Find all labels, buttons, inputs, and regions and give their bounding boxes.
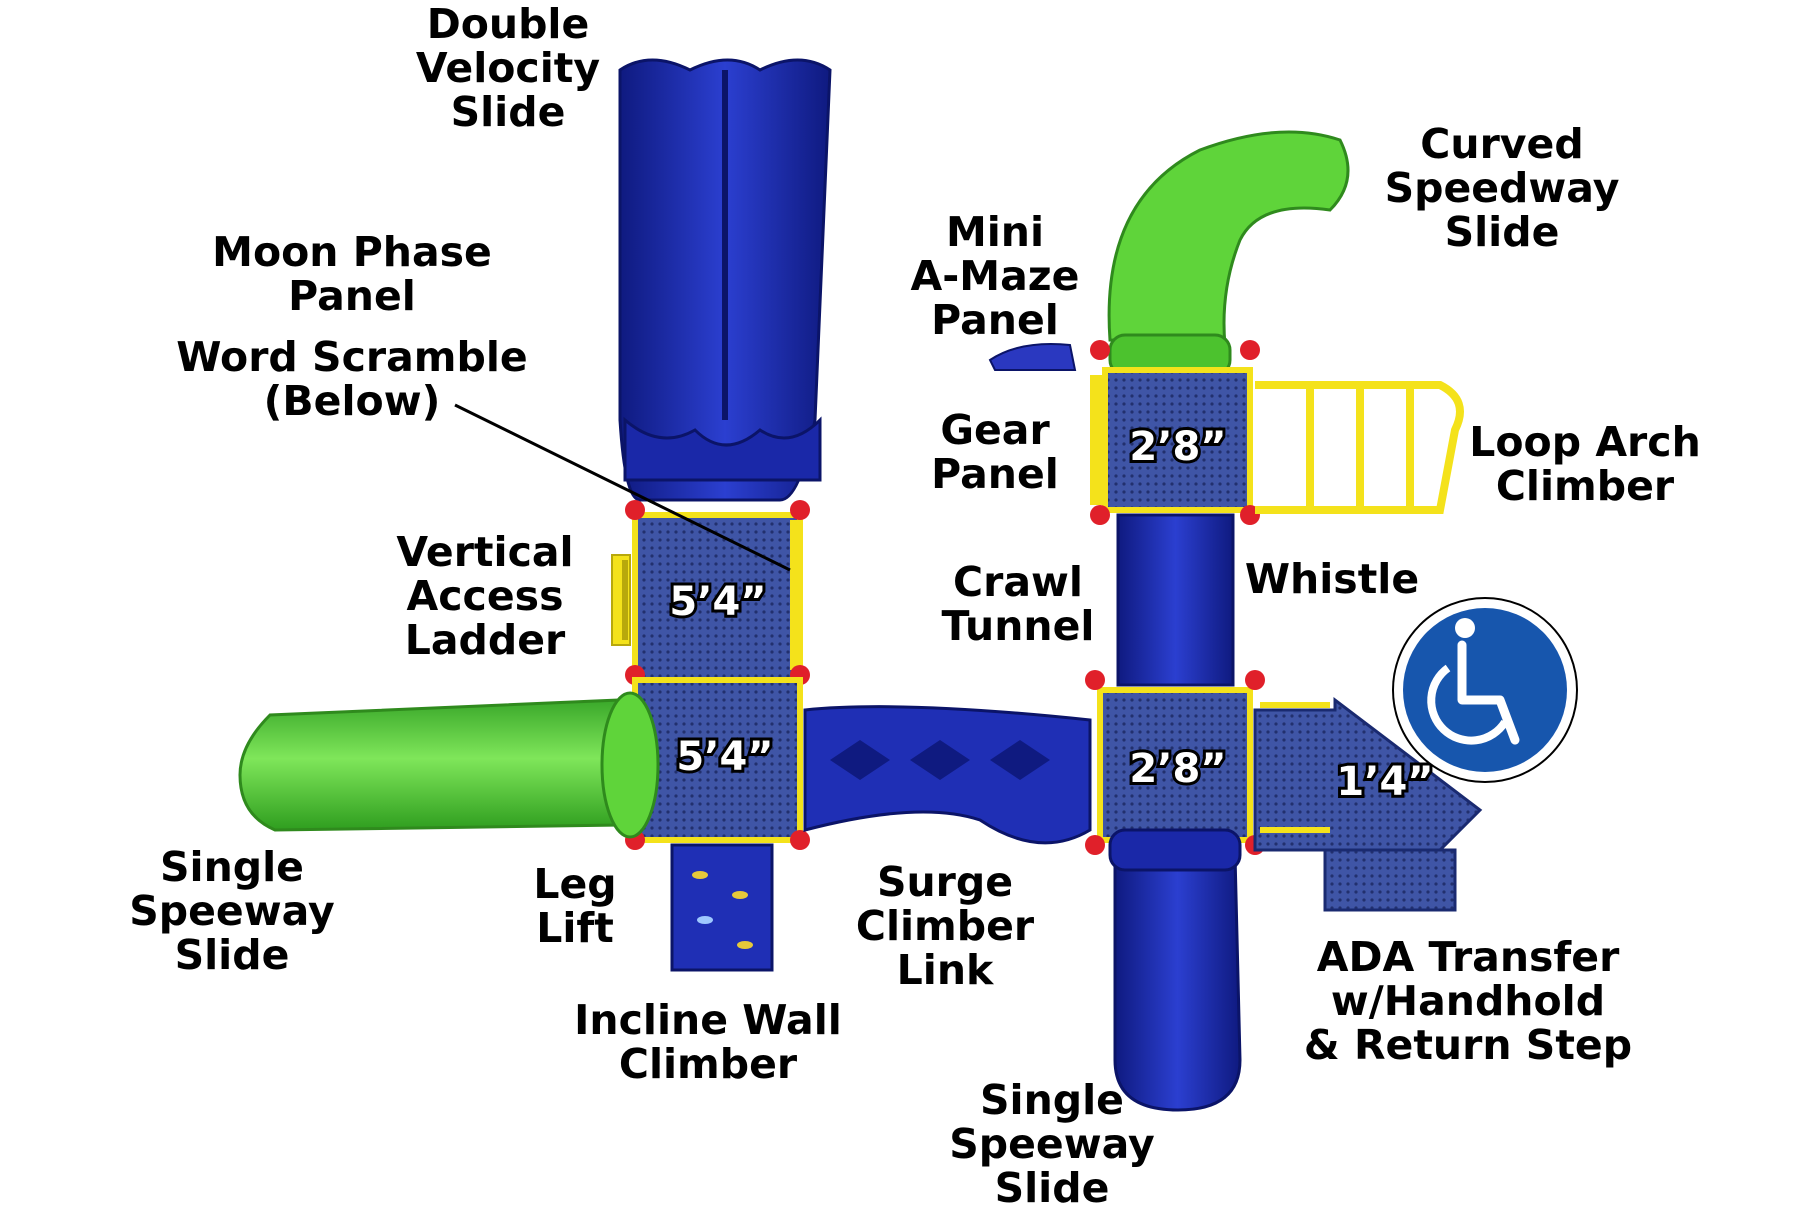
deck-upper-right: 2’8” — [1090, 340, 1260, 525]
label-single-speeway-slide-left: Single Speeway Slide — [129, 843, 335, 979]
deck-height-upper-left: 5’4” — [669, 579, 766, 625]
label-leg-lift: Leg Lift — [533, 860, 617, 952]
incline-wall-climber — [670, 843, 774, 972]
label-incline-wall-climber: Incline Wall Climber — [574, 996, 842, 1088]
ada-transfer-platform: 1’4” — [1253, 696, 1483, 912]
single-speeway-slide-left — [238, 691, 660, 839]
word-scramble-leader-line — [454, 403, 791, 572]
mini-a-maze-panel — [988, 343, 1077, 371]
label-surge-climber-link: Surge Climber Link — [855, 858, 1035, 994]
wheelchair-icon — [1392, 597, 1578, 783]
label-word-scramble: Word Scramble (Below) — [176, 333, 528, 425]
label-gear-panel: Gear Panel — [931, 406, 1059, 498]
label-moon-phase-panel: Moon Phase Panel — [212, 228, 492, 320]
deck-height-transfer: 1’4” — [1336, 759, 1433, 805]
label-double-velocity-slide: Double Velocity Slide — [415, 0, 601, 136]
curved-speedway-slide — [1107, 130, 1350, 377]
label-vertical-access-ladder: Vertical Access Ladder — [396, 528, 574, 664]
label-curved-speedway-slide: Curved Speedway Slide — [1384, 120, 1620, 256]
deck-lower-left: 5’4” — [625, 677, 810, 850]
deck-height-upper-right: 2’8” — [1129, 424, 1226, 470]
label-mini-a-maze-panel: Mini A-Maze Panel — [910, 208, 1080, 344]
label-crawl-tunnel: Crawl Tunnel — [941, 558, 1095, 650]
label-whistle: Whistle — [1244, 555, 1420, 603]
deck-height-lower-left: 5’4” — [676, 734, 773, 780]
label-loop-arch-climber: Loop Arch Climber — [1469, 418, 1701, 510]
vertical-access-ladder — [611, 554, 631, 646]
double-velocity-slide — [618, 58, 832, 502]
surge-climber-link — [803, 705, 1092, 845]
label-single-speeway-slide-bottom: Single Speeway Slide — [949, 1076, 1155, 1212]
deck-upper-left: 5’4” — [625, 500, 810, 685]
loop-arch-climber — [1255, 381, 1464, 514]
single-speeway-slide-bottom — [1108, 828, 1242, 1112]
crawl-tunnel — [1116, 513, 1235, 687]
label-ada-transfer: ADA Transfer w/Handhold & Return Step — [1303, 933, 1633, 1069]
deck-lower-right: 2’8” — [1085, 670, 1265, 855]
deck-height-lower-right: 2’8” — [1129, 746, 1226, 792]
